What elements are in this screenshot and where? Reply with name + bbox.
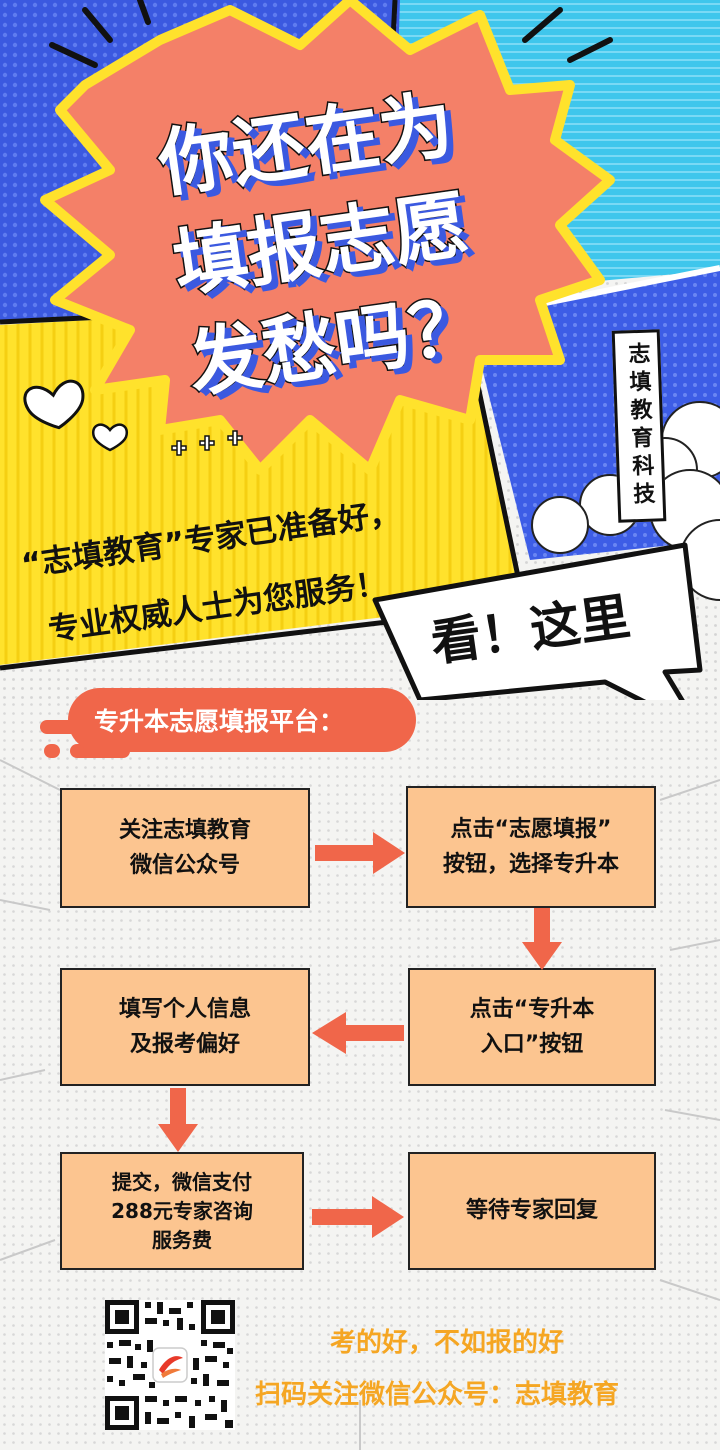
- burst-lines-icon: [49, 0, 613, 68]
- step-3-text: 点击“专升本 入口”按钮: [469, 996, 595, 1057]
- hero-section: 你还在为 填报志愿 发愁吗？ 志填教育科技 “志填教育”专家已准备好， 专业权威…: [0, 0, 720, 700]
- step-1-box: 关注志填教育 微信公众号: [60, 788, 310, 908]
- starburst-shape: [40, 0, 615, 475]
- arrow-down-icon: [158, 1088, 198, 1152]
- step-4-text: 填写个人信息 及报考偏好: [118, 996, 251, 1057]
- brand-vertical-sign: 志填教育科技: [611, 329, 667, 523]
- step-3-box: 点击“专升本 入口”按钮: [408, 968, 656, 1086]
- arrow-left-icon: [312, 1012, 404, 1054]
- step-6-text: 等待专家回复: [465, 1198, 598, 1224]
- arrow-right-icon: [315, 832, 405, 874]
- step-6-box: 等待专家回复: [408, 1152, 656, 1270]
- step-2-box: 点击“志愿填报” 按钮，选择专升本: [406, 786, 656, 908]
- platform-title: 专升本志愿填报平台：: [94, 707, 345, 736]
- step-2-text: 点击“志愿填报” 按钮，选择专升本: [442, 816, 619, 877]
- step-4-box: 填写个人信息 及报考偏好: [60, 968, 310, 1086]
- footer-tagline: 考的好，不如报的好: [330, 1328, 565, 1358]
- step-1-text: 关注志填教育 微信公众号: [118, 817, 251, 878]
- qr-code-icon[interactable]: [105, 1300, 235, 1430]
- heart-icon: [23, 379, 85, 430]
- platform-banner: 专升本志愿填报平台：: [68, 688, 416, 752]
- arrow-down-icon: [522, 908, 562, 970]
- sparkle-icon: [171, 430, 243, 456]
- footer-scan-prompt: 扫码关注微信公众号：志填教育: [255, 1380, 620, 1410]
- step-5-box: 提交，微信支付 288元专家咨询 服务费: [60, 1152, 304, 1270]
- qr-center-logo: [152, 1347, 188, 1383]
- arrow-right-icon: [312, 1196, 404, 1238]
- speech-bubble: [372, 542, 703, 700]
- banner-dash-decoration: [44, 744, 60, 758]
- speed-lines-icon: [0, 759, 720, 1450]
- step-5-text: 提交，微信支付 288元专家咨询 服务费: [111, 1169, 253, 1252]
- brand-vertical-text: 志填教育科技: [624, 341, 655, 511]
- heart-icon: [91, 423, 129, 452]
